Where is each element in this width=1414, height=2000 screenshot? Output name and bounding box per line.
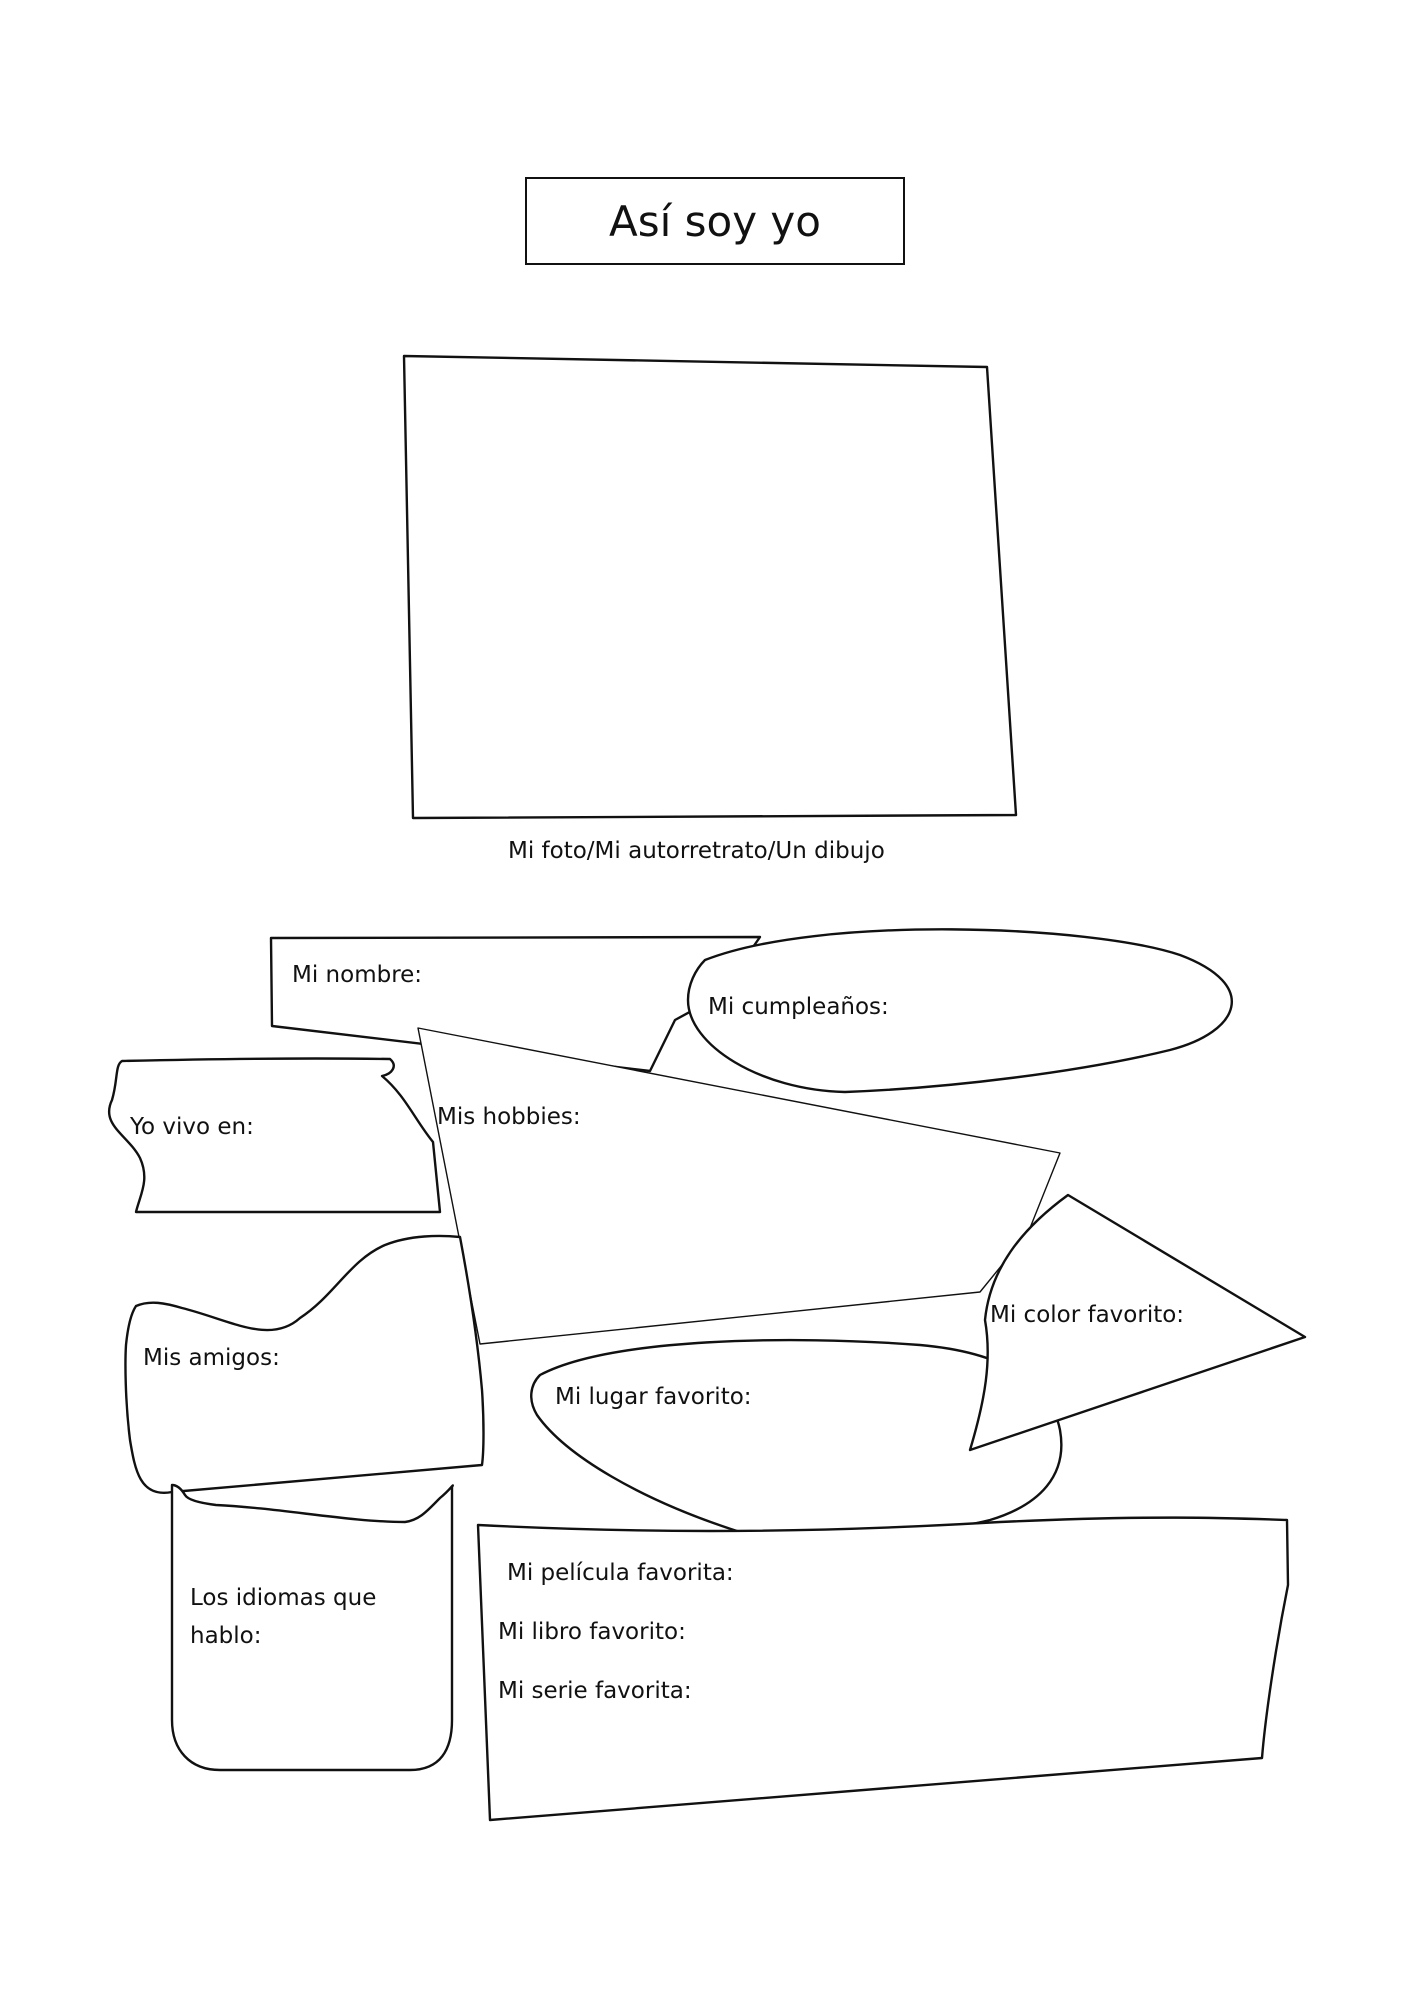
friends-box[interactable]: [124, 1234, 485, 1495]
movie-label: Mi película favorita:: [507, 1560, 734, 1586]
book-label: Mi libro favorito:: [498, 1619, 686, 1645]
hobbies-label: Mis hobbies:: [437, 1104, 581, 1130]
page-title: Así soy yo: [609, 196, 821, 246]
series-label: Mi serie favorita:: [498, 1678, 692, 1704]
media-box[interactable]: [476, 1516, 1290, 1822]
birthday-label: Mi cumpleaños:: [708, 994, 889, 1020]
place-bubble[interactable]: [530, 1338, 1063, 1537]
languages-label-line1: Los idiomas que: [190, 1585, 377, 1611]
languages-label-line2: hablo:: [190, 1623, 262, 1649]
place-label: Mi lugar favorito:: [555, 1384, 752, 1410]
photo-frame[interactable]: [402, 354, 1018, 820]
color-label: Mi color favorito:: [990, 1302, 1185, 1328]
lives-in-label: Yo vivo en:: [130, 1114, 254, 1140]
name-box[interactable]: [269, 935, 762, 1073]
lives-in-banner[interactable]: [107, 1057, 442, 1214]
name-label: Mi nombre:: [292, 962, 423, 988]
friends-label: Mis amigos:: [143, 1345, 280, 1371]
title-box: Así soy yo: [525, 177, 905, 265]
color-triangle[interactable]: [968, 1193, 1307, 1452]
birthday-bubble[interactable]: [686, 928, 1233, 1094]
photo-caption: Mi foto/Mi autorretrato/Un dibujo: [508, 838, 885, 864]
languages-box[interactable]: [170, 1483, 454, 1772]
